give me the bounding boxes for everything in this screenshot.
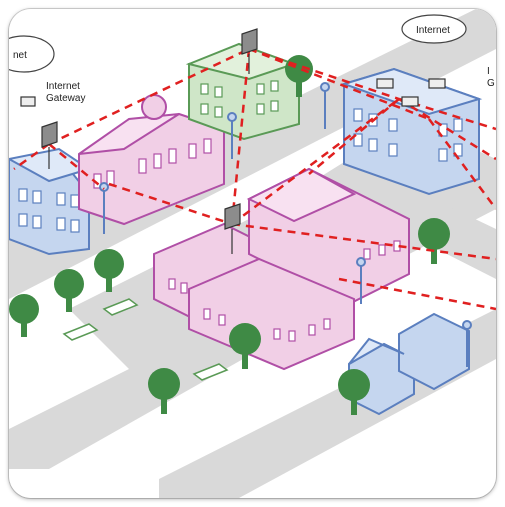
- tree: [94, 249, 124, 292]
- right-edge-label-line2: G: [487, 78, 495, 89]
- gateway-label-line1: Internet: [46, 81, 80, 92]
- router-icon: [376, 78, 394, 89]
- antenna-icon: [224, 203, 241, 254]
- router-icon: [20, 96, 36, 107]
- access-points: [20, 28, 446, 254]
- tree: [9, 294, 39, 337]
- tree: [148, 368, 180, 414]
- campus-network-illustration: net Internet Internet Gateway I G: [9, 9, 496, 498]
- tree: [338, 369, 370, 415]
- illustration-card: net Internet Internet Gateway I G: [9, 9, 496, 498]
- cloud-right-icon: [401, 14, 467, 44]
- internet-left-label: net: [13, 50, 27, 61]
- pink-building-hall: [78, 94, 225, 226]
- tree: [54, 269, 84, 312]
- router-icon: [428, 78, 446, 89]
- router-icon: [401, 96, 419, 107]
- antenna-icon: [41, 121, 58, 169]
- antenna-icon: [241, 28, 258, 74]
- blue-building-left: [9, 147, 92, 256]
- tree: [229, 323, 261, 369]
- cloud-left-icon: [9, 35, 55, 73]
- internet-right-label: Internet: [416, 25, 450, 36]
- gateway-label-line2: Gateway: [46, 93, 85, 104]
- trees: [9, 55, 450, 415]
- benches: [62, 298, 229, 381]
- lamp-posts: [99, 82, 472, 367]
- right-edge-label-line1: I: [487, 66, 490, 77]
- tree: [285, 55, 313, 97]
- tree: [418, 218, 450, 264]
- blue-houses: [348, 312, 470, 416]
